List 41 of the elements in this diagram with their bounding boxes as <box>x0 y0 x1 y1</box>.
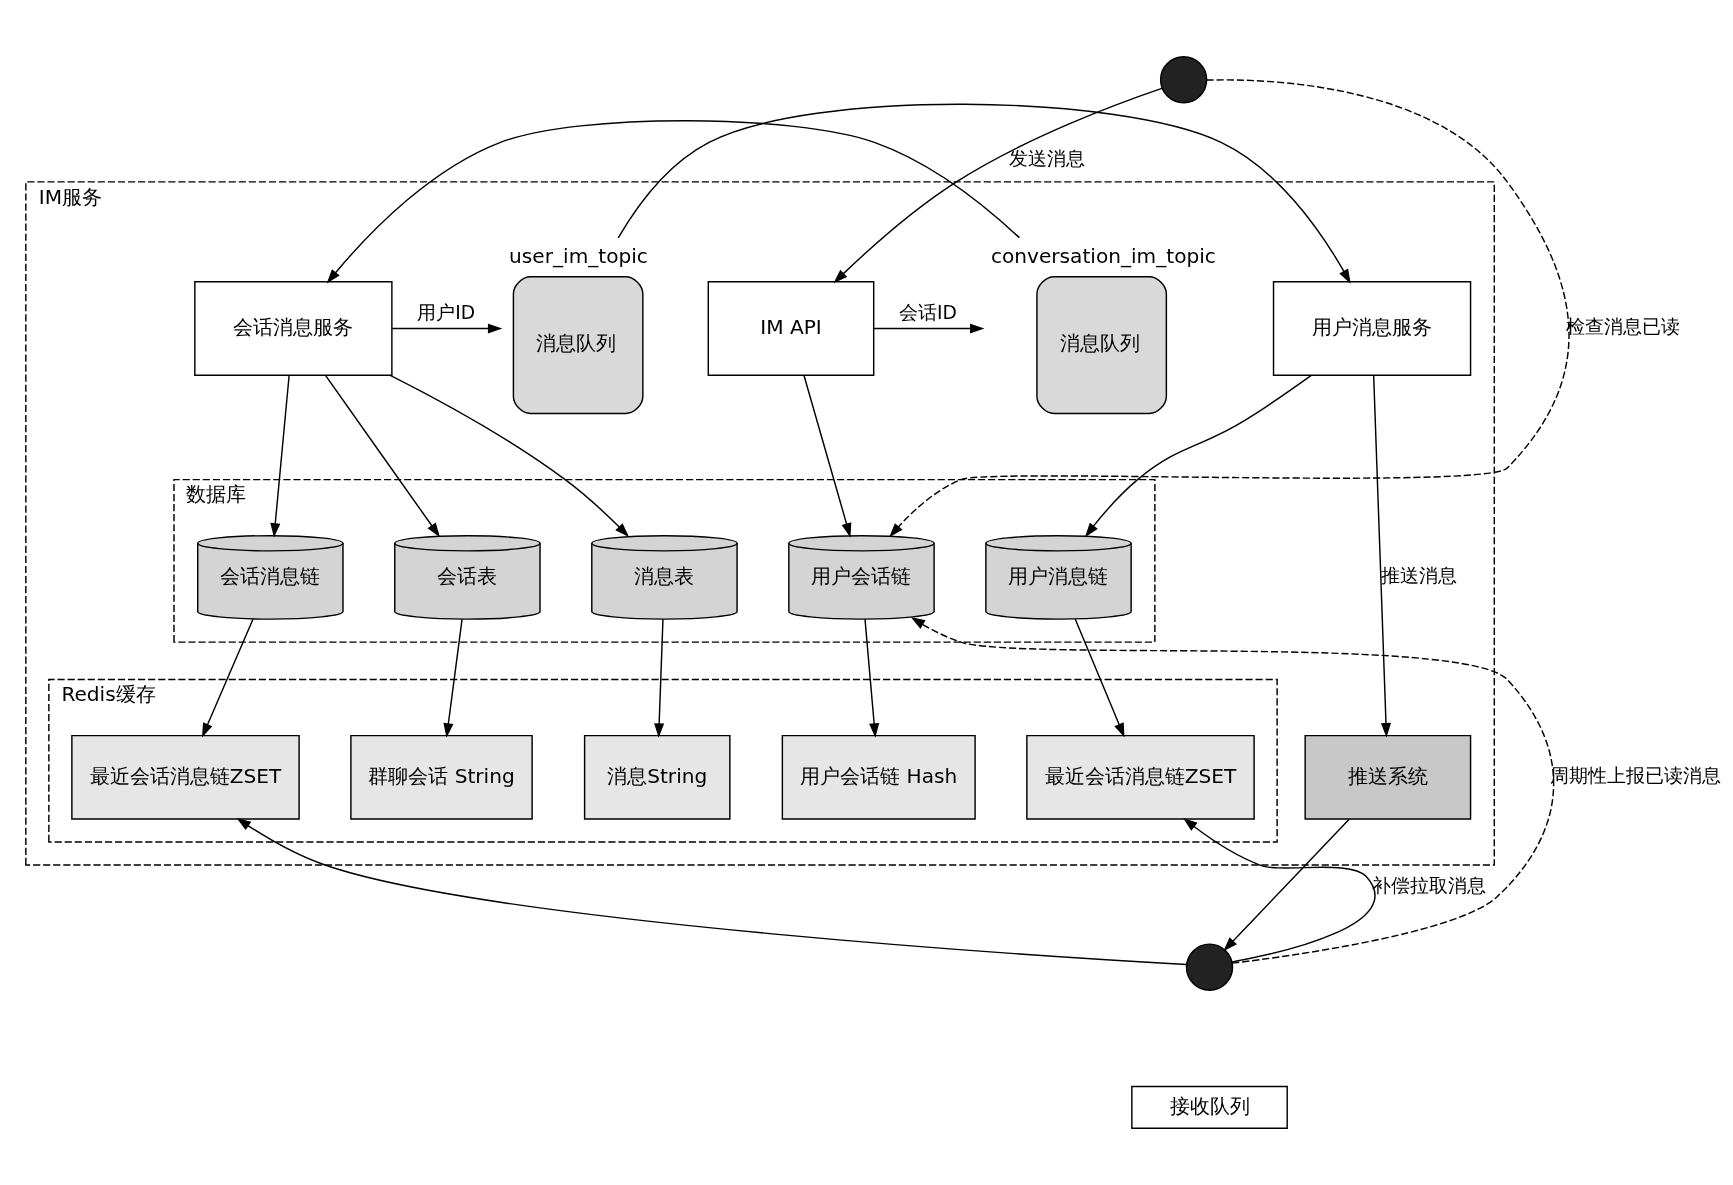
arrow <box>803 374 852 538</box>
arrow <box>391 323 503 334</box>
node-person <box>1159 56 1208 104</box>
arrow <box>1183 817 1376 963</box>
arrow <box>1372 374 1392 738</box>
node-box: 接收队列 <box>1131 1085 1288 1129</box>
node-label: conversation_im_topic <box>990 243 1216 268</box>
node-box: 会话消息服务 <box>194 281 393 377</box>
arrow <box>443 618 463 738</box>
node-box: IM API <box>707 281 875 377</box>
arrow <box>236 817 1188 966</box>
arrow <box>1084 374 1312 538</box>
node-label: user_im_topic <box>509 243 648 268</box>
arrow <box>270 374 290 538</box>
arrow <box>889 79 1570 538</box>
node-person <box>1185 943 1234 991</box>
node-box: 消息String <box>583 734 731 820</box>
arrow <box>864 618 880 738</box>
edge-label: 会话ID <box>899 302 957 324</box>
edge-label: 推送消息 <box>1381 565 1458 587</box>
edge-label: 发送消息 <box>1009 148 1085 170</box>
node-box: 最近会话消息链ZSET <box>71 734 300 820</box>
arrow <box>326 119 1021 284</box>
edge-label: 检查消息已读 <box>1566 316 1681 338</box>
arrow <box>324 374 440 538</box>
edge-label: 补偿拉取消息 <box>1371 874 1486 896</box>
arrow <box>910 617 1555 964</box>
arrow <box>873 323 985 334</box>
arrow <box>617 103 1351 284</box>
arrow <box>202 618 254 738</box>
node-box: 用户会话链 Hash <box>781 734 976 820</box>
edge-label: 用户ID <box>417 302 476 324</box>
node-box: 用户消息服务 <box>1272 281 1472 377</box>
node-box: 群聊会话 String <box>350 734 533 820</box>
arrow <box>1223 818 1350 952</box>
arrow <box>833 87 1163 284</box>
node-box: 推送系统 <box>1304 734 1472 820</box>
arrow <box>1074 618 1125 738</box>
node-box: 最近会话消息链ZSET <box>1026 734 1255 820</box>
arrow <box>389 374 629 537</box>
arrow <box>654 618 665 738</box>
